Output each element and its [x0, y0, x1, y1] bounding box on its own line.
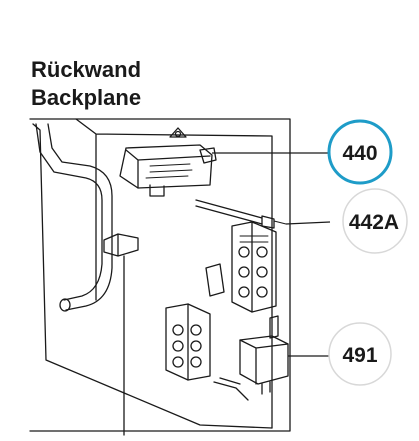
callout-440-circle — [327, 119, 393, 185]
bracket — [103, 233, 139, 257]
title-line-1: Rückwand — [31, 57, 142, 82]
frame-outline — [29, 118, 291, 432]
callout-442a-circle — [342, 188, 408, 254]
module-440 — [119, 127, 217, 197]
callout-491-label: 491 — [342, 344, 377, 367]
terminal-block-lower — [165, 303, 211, 381]
cable-bundle — [213, 377, 249, 401]
callout-440-label: 440 — [342, 142, 377, 165]
callout-491-circle — [328, 322, 392, 386]
title-line-2: Backplane — [31, 85, 142, 110]
relay-491 — [239, 315, 289, 395]
callout-442a-label: 442A — [349, 211, 399, 234]
wire-442a — [195, 199, 287, 229]
leader-442a — [285, 221, 331, 225]
backplane-panel — [75, 118, 273, 429]
panel-left-edge — [32, 123, 273, 429]
small-connector — [205, 263, 225, 297]
terminal-block-upper — [231, 221, 277, 313]
pipe — [35, 123, 113, 311]
pipe-end — [59, 298, 71, 312]
